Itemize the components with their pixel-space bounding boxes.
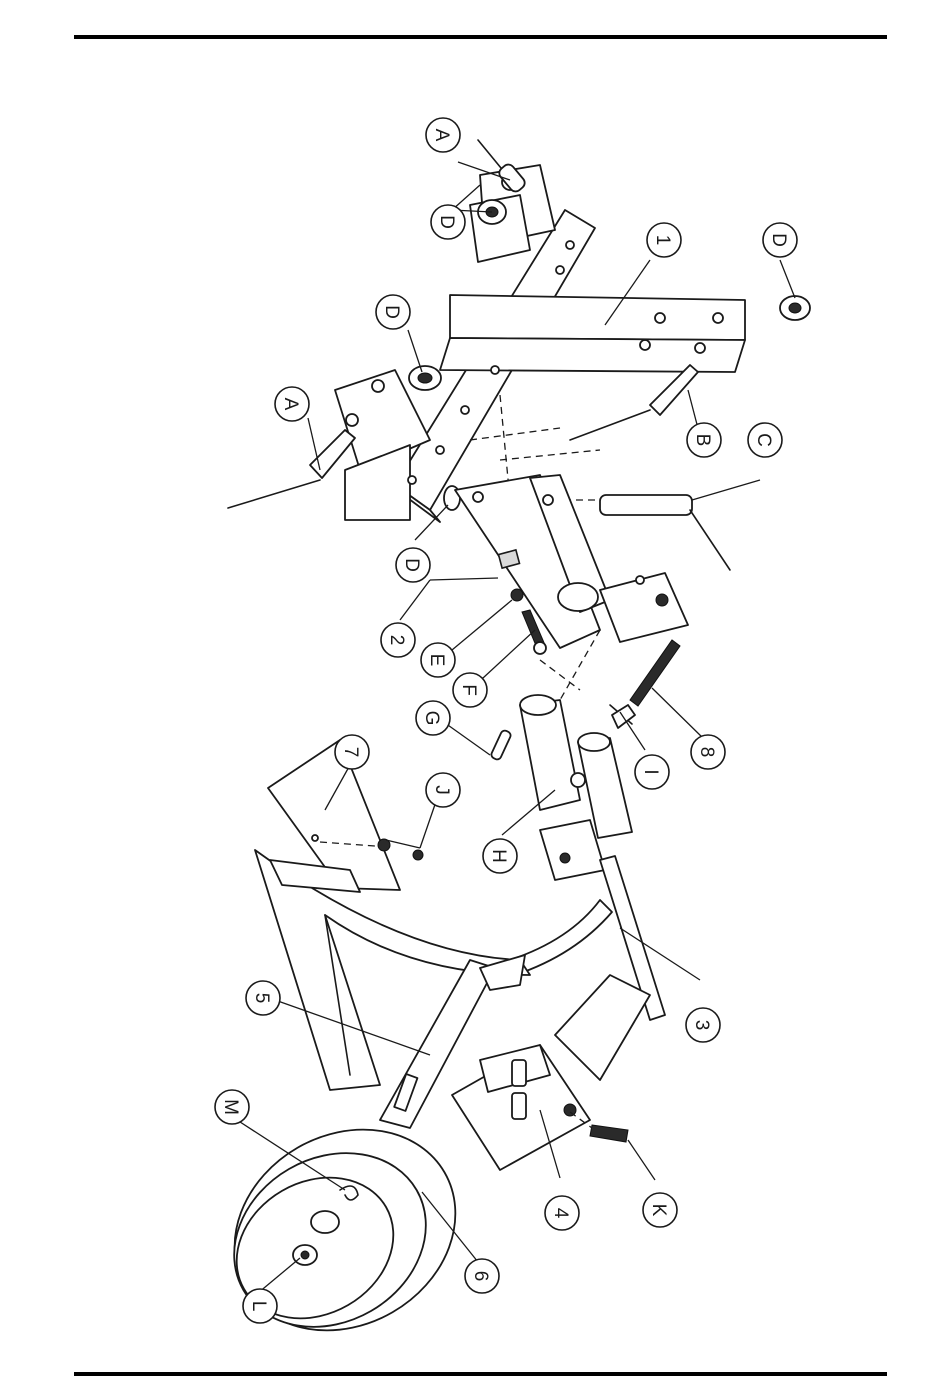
pivot-plate [555,975,650,1080]
wheel [198,1090,492,1370]
pin-c [600,495,730,570]
callout-g-label: G [421,711,442,726]
callout-j: J [426,773,460,807]
arm-assembly [510,695,665,1020]
callout-a2: A [275,387,309,421]
pin-g [490,729,512,760]
callout-5-label: 5 [251,993,272,1004]
callout-m: M [215,1090,249,1124]
lynch-pin-d2 [780,296,810,320]
callout-g: G [416,701,450,735]
nut-e [511,589,523,601]
callout-m-label: M [220,1099,241,1115]
callout-h: H [483,839,517,873]
hitch-frame [335,165,745,522]
callout-4-label: 4 [550,1208,571,1219]
lynch-pin-d3 [409,366,441,390]
callout-d3-label: D [381,305,402,319]
callout-f-label: F [458,684,479,696]
callout-c-label: C [753,433,774,447]
callout-d4-label: D [401,558,422,572]
callout-2-label: 2 [386,635,407,646]
callout-l-label: L [248,1301,269,1312]
callout-8-label: 8 [696,747,717,758]
callout-1: 1 [647,223,681,257]
callout-d2: D [763,223,797,257]
callout-5: 5 [246,981,280,1015]
callout-c: C [748,423,782,457]
callout-d2-label: D [768,233,789,247]
callout-7: 7 [335,735,369,769]
callout-d1-label: D [436,215,457,229]
callout-3: 3 [686,1008,720,1042]
pin-a-lower [228,430,355,508]
callout-d4: D [396,548,430,582]
callout-b-label: B [692,434,713,447]
callout-a1: A [426,118,460,152]
callout-k-label: K [648,1204,669,1217]
callout-6: 6 [465,1259,499,1293]
callout-2: 2 [381,623,415,657]
callout-3-label: 3 [691,1020,712,1031]
callout-h-label: H [488,849,509,863]
callout-6-label: 6 [470,1271,491,1282]
callout-b: B [687,423,721,457]
callout-1-label: 1 [652,235,673,246]
callout-e-label: E [426,654,447,667]
callout-i-label: I [640,769,661,774]
callout-f: F [453,673,487,707]
callout-7-label: 7 [340,747,361,758]
callout-d1: D [431,205,465,239]
callout-e: E [421,643,455,677]
callout-a2-label: A [280,398,301,411]
callout-8: 8 [691,735,725,769]
callout-4: 4 [545,1196,579,1230]
pin-b [570,365,698,440]
callout-a1-label: A [431,129,452,142]
callout-l: L [243,1289,277,1323]
callout-k: K [643,1193,677,1227]
callout-d3: D [376,295,410,329]
callout-i: I [635,755,669,789]
callout-j-label: J [431,785,452,795]
bracket-4 [452,1045,590,1170]
